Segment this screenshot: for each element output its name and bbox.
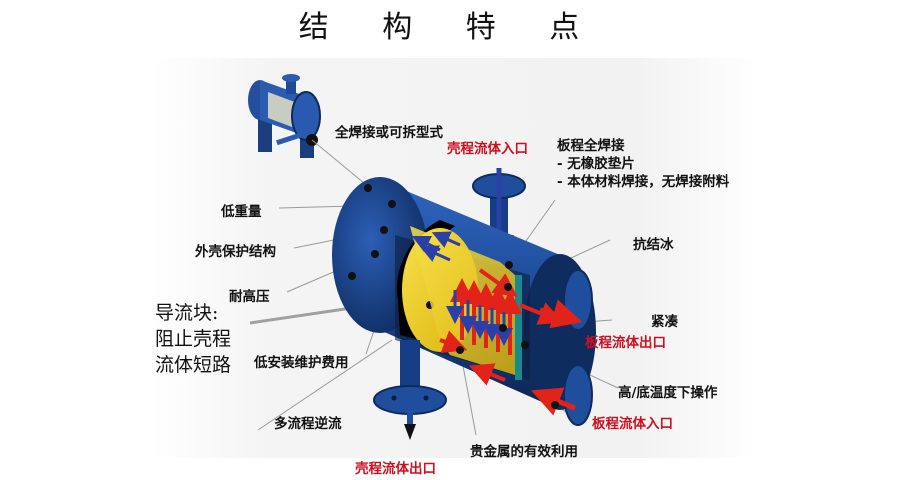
shell-outlet-nozzle (373, 340, 447, 440)
label-low-maintenance: 低安装维护费用 (254, 355, 349, 371)
label-shell-outlet: 壳程流体出口 (355, 461, 436, 477)
label-plate-inlet: 板程流体入口 (592, 416, 673, 432)
label-low-weight: 低重量 (221, 204, 262, 220)
label-multi-pass-counterflow: 多流程逆流 (274, 416, 342, 432)
label-compact: 紧凑 (651, 314, 678, 330)
label-shell-inlet: 壳程流体入口 (447, 141, 528, 157)
label-precious-metal: 贵金属的有效利用 (470, 444, 578, 460)
label-weld-or-removable: 全焊接或可拆型式 (335, 125, 443, 141)
cutaway-core (395, 220, 564, 386)
baffle-block-line: 阻止壳程 (155, 328, 232, 350)
plate-full-weld-item: - 本体材料焊接，无焊接附料 (557, 174, 730, 190)
label-shell-protection: 外壳保护结构 (195, 244, 276, 260)
label-high-pressure: 耐高压 (229, 289, 270, 305)
baffle-block-line: 导流块: (155, 302, 219, 324)
plate-full-weld-heading: 板程全焊接 (557, 138, 625, 154)
label-baffle-block: 导流块: 阻止壳程 流体短路 (155, 300, 255, 378)
plate-full-weld-item: - 无橡胶垫片 (557, 156, 635, 172)
label-plate-full-weld: 板程全焊接 - 无橡胶垫片 - 本体材料焊接，无焊接附料 (557, 137, 729, 191)
page-title: 结 构 特 点 (298, 10, 602, 45)
label-anti-freeze: 抗结冰 (633, 237, 674, 253)
label-high-low-temp: 高/底温度下操作 (618, 385, 718, 401)
label-plate-outlet: 板程流体出口 (585, 335, 666, 351)
baffle-block-line: 流体短路 (155, 354, 232, 376)
thumbnail-exchanger (248, 74, 321, 158)
plate-nozzles (531, 269, 593, 426)
